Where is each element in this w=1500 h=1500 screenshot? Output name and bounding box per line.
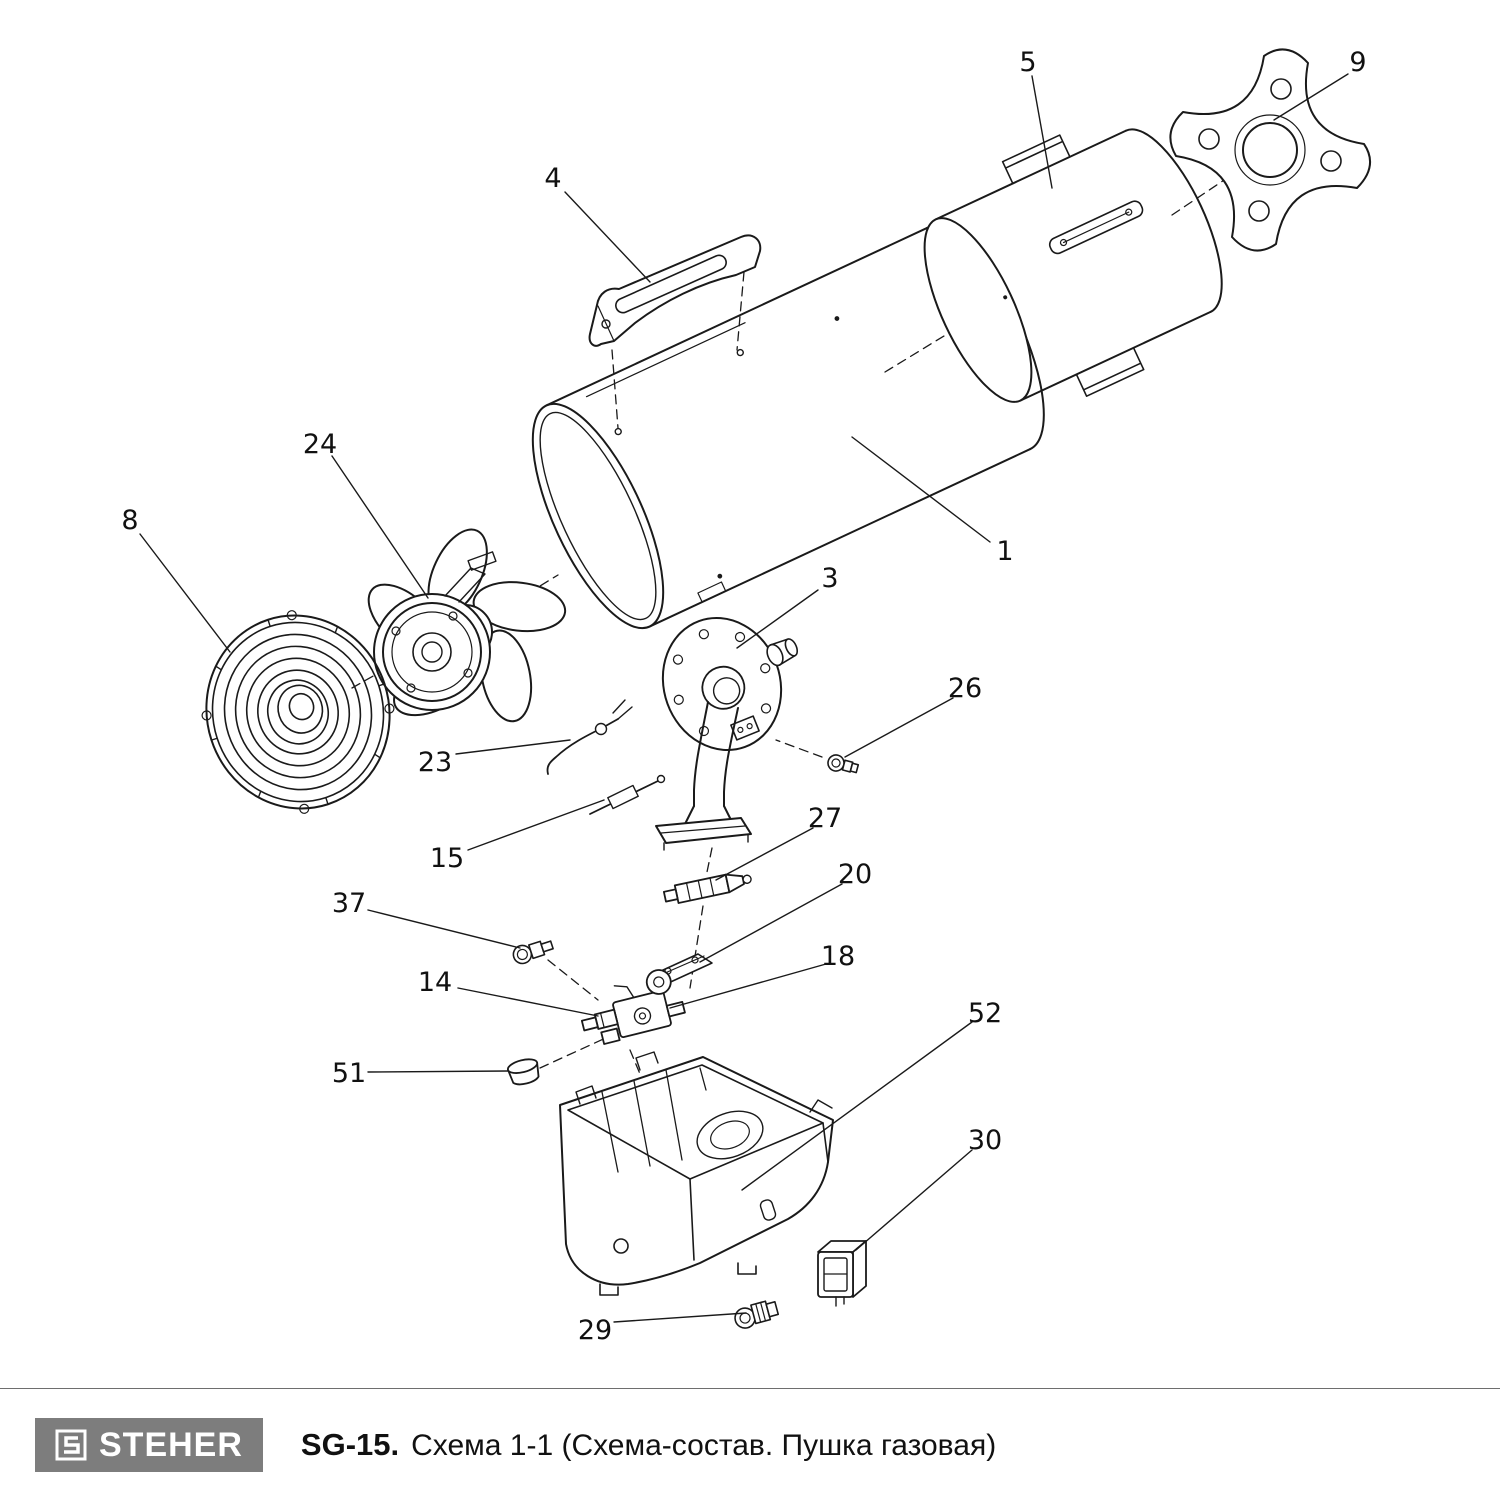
part-label-1: 1 bbox=[996, 536, 1013, 567]
gas-valve-assembly bbox=[580, 969, 686, 1045]
brand-logo: STEHER bbox=[35, 1418, 263, 1472]
part-label-18: 18 bbox=[821, 941, 855, 972]
housing-slot bbox=[759, 1199, 777, 1221]
burner-base-plate bbox=[655, 817, 752, 844]
part-label-5: 5 bbox=[1019, 47, 1036, 78]
part-label-8: 8 bbox=[121, 505, 138, 536]
shell-top-tab bbox=[1001, 134, 1071, 185]
grille-tab bbox=[201, 710, 212, 721]
rivet bbox=[717, 573, 723, 579]
grille-tab bbox=[286, 610, 297, 621]
outer-shell bbox=[923, 128, 1223, 403]
plate-bracket bbox=[730, 715, 760, 741]
fan-motor bbox=[367, 528, 567, 723]
power-switch bbox=[817, 1240, 867, 1307]
motor-bolt bbox=[448, 611, 458, 621]
rim-tab bbox=[809, 1099, 833, 1113]
cap bbox=[507, 1058, 540, 1086]
model-number: SG-15. bbox=[300, 1427, 400, 1462]
part-label-26: 26 bbox=[948, 673, 982, 704]
rear-grille bbox=[201, 610, 395, 814]
caption-text: Схема 1-1 (Схема-состав. Пушка газовая) bbox=[411, 1429, 997, 1462]
base-housing bbox=[559, 1051, 834, 1296]
housing-hole bbox=[613, 1238, 629, 1254]
part-label-20: 20 bbox=[838, 859, 872, 890]
carry-handle bbox=[588, 234, 762, 347]
brand-logo-icon bbox=[55, 1429, 87, 1461]
rivet bbox=[834, 316, 840, 321]
shell-slot bbox=[1048, 200, 1144, 255]
part-label-4: 4 bbox=[544, 163, 561, 194]
part-label-23: 23 bbox=[418, 747, 452, 778]
leader-lines bbox=[139, 73, 1349, 1323]
floor-boss bbox=[696, 1110, 764, 1160]
motor-body bbox=[373, 593, 491, 711]
motor-bracket-foot bbox=[467, 551, 497, 571]
part-label-30: 30 bbox=[968, 1125, 1002, 1156]
pilot-stub bbox=[766, 638, 799, 667]
rim-tab bbox=[635, 1051, 659, 1071]
part-label-9: 9 bbox=[1349, 47, 1366, 78]
part-label-37: 37 bbox=[332, 888, 366, 919]
rear-star-bracket bbox=[1169, 48, 1372, 252]
housing-feet bbox=[599, 1262, 757, 1296]
igniter-electrode bbox=[546, 699, 633, 775]
rim-tab bbox=[575, 1085, 597, 1105]
grille-tab bbox=[384, 703, 395, 714]
housing-ribs bbox=[601, 1067, 707, 1173]
motor-bolt bbox=[391, 626, 401, 636]
part-label-51: 51 bbox=[332, 1058, 366, 1089]
burner-elbow-tube bbox=[693, 701, 739, 807]
part-label-3: 3 bbox=[821, 563, 838, 594]
grille-tab bbox=[299, 803, 310, 814]
footer-divider bbox=[0, 1388, 1500, 1389]
thermocouple bbox=[589, 774, 666, 815]
valve-stem bbox=[662, 873, 752, 904]
part-label-15: 15 bbox=[430, 843, 464, 874]
part-labels: 1 3 4 5 8 9 14 15 18 20 23 24 26 27 29 3… bbox=[121, 47, 1366, 1346]
motor-bolt bbox=[463, 668, 473, 678]
part-label-24: 24 bbox=[303, 429, 337, 460]
brand-name: STEHER bbox=[99, 1425, 243, 1464]
part-label-52: 52 bbox=[968, 998, 1002, 1029]
handle-mount-hole bbox=[614, 427, 622, 436]
part-label-29: 29 bbox=[578, 1315, 612, 1346]
burner-assembly bbox=[655, 616, 799, 851]
shell-bottom-tab bbox=[1075, 347, 1145, 397]
inlet-fitting bbox=[734, 1300, 780, 1329]
valve-body bbox=[612, 989, 672, 1039]
part-label-14: 14 bbox=[418, 967, 452, 998]
pilot-screw bbox=[827, 754, 860, 774]
nozzle-fitting bbox=[512, 940, 554, 965]
valve-knob bbox=[645, 969, 672, 995]
diagram-caption: SG-15. Схема 1-1 (Схема-состав. Пушка га… bbox=[301, 1427, 996, 1463]
part-label-27: 27 bbox=[808, 803, 842, 834]
motor-bolt bbox=[406, 683, 416, 693]
fan-blade bbox=[472, 581, 567, 633]
assembly-axis-lines bbox=[351, 165, 1246, 1099]
burner-plate bbox=[661, 616, 783, 752]
footer: STEHER SG-15. Схема 1-1 (Схема-состав. П… bbox=[35, 1418, 996, 1472]
handle-mount-hole bbox=[736, 348, 744, 357]
